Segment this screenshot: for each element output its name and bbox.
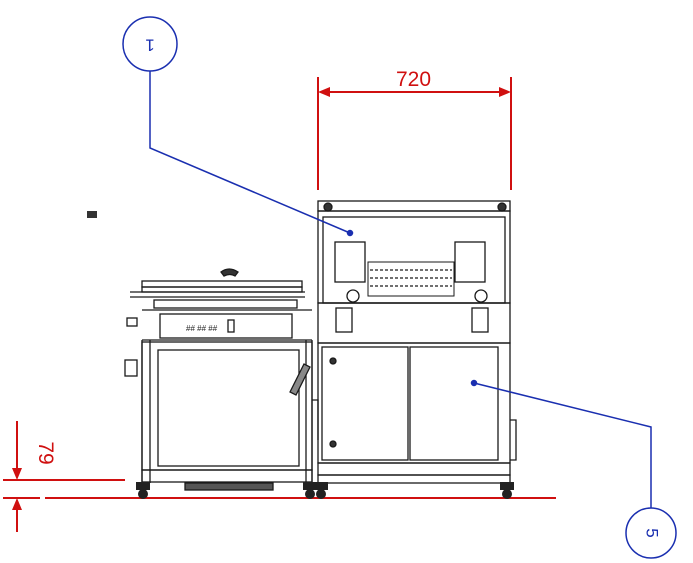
width-dimension-label: 720 — [396, 68, 431, 91]
svg-text:## ## ##: ## ## ## — [186, 324, 218, 333]
height-dimension — [3, 421, 125, 532]
callout-5-marker[interactable] — [470, 379, 677, 559]
callout-1-label: 1 — [145, 36, 154, 55]
right-module-wheels — [314, 482, 514, 499]
left-machine-module: ## ## ## — [124, 268, 313, 491]
right-machine-module — [312, 200, 517, 484]
callout-5-label: 5 — [643, 528, 662, 537]
callout-1-marker[interactable] — [122, 16, 354, 237]
height-dimension-label: 79 — [34, 441, 57, 464]
small-marker-icon — [87, 211, 97, 218]
left-module-wheels — [136, 482, 317, 499]
width-dimension — [317, 77, 512, 190]
